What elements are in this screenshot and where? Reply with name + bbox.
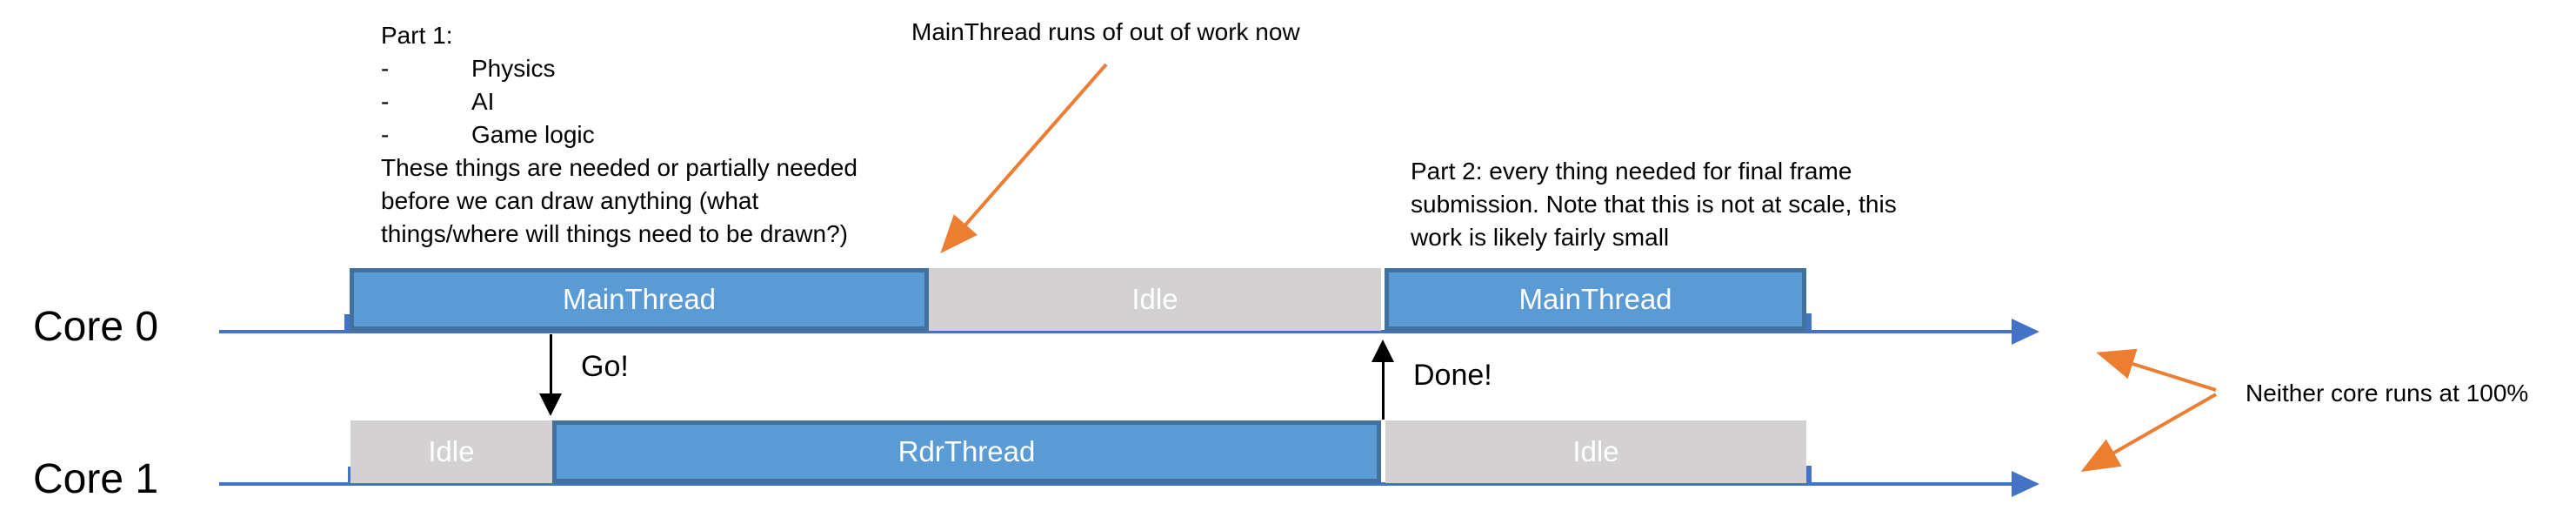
go-arrow-line bbox=[550, 334, 552, 395]
mainthread-note-callout-arrow bbox=[940, 63, 1108, 254]
done-label: Done! bbox=[1413, 359, 1492, 392]
core1-end-tick bbox=[1806, 466, 1812, 484]
done-arrow-line bbox=[1382, 360, 1385, 420]
segment-label: Idle bbox=[1131, 283, 1178, 315]
part2-line: submission. Note that this is not at sca… bbox=[1411, 191, 1897, 218]
part2-note: Part 2: every thing needed for final fra… bbox=[1411, 155, 1897, 254]
core0-axis-line bbox=[219, 330, 2013, 333]
neither-core-note: Neither core runs at 100% bbox=[2246, 380, 2529, 407]
done-arrowhead-icon bbox=[1371, 339, 1394, 362]
bullet-label: AI bbox=[471, 88, 495, 115]
bullet-label: Physics bbox=[471, 55, 556, 82]
part1-title: Part 1: bbox=[381, 22, 453, 49]
bullet-dash: - bbox=[381, 88, 390, 115]
part1-bullet-game-logic: - Game logic bbox=[381, 118, 858, 151]
segment-label: MainThread bbox=[562, 283, 717, 315]
core1-label: Core 1 bbox=[33, 456, 159, 502]
segment-label: Idle bbox=[428, 435, 475, 467]
part1-body-line: These things are needed or partially nee… bbox=[381, 154, 858, 181]
core1-segment-idle-b: Idle bbox=[1385, 420, 1806, 483]
bullet-label: Game logic bbox=[471, 121, 595, 148]
core0-start-tick bbox=[344, 314, 350, 332]
part1-bullet-ai: - AI bbox=[381, 85, 858, 118]
core1-segment-idle-a: Idle bbox=[350, 420, 552, 483]
bullet-dash: - bbox=[381, 55, 390, 82]
core0-segment-idle: Idle bbox=[929, 268, 1381, 331]
core1-axis-line bbox=[219, 482, 2013, 486]
go-label: Go! bbox=[581, 350, 629, 383]
part1-bullet-physics: - Physics bbox=[381, 52, 858, 85]
segment-label: MainThread bbox=[1518, 283, 1672, 315]
core0-segment-mainthread-a: MainThread bbox=[350, 268, 929, 331]
bullet-dash: - bbox=[381, 121, 390, 148]
core0-label: Core 0 bbox=[33, 304, 159, 350]
part1-note: Part 1: - Physics - AI - Game logic These t… bbox=[381, 19, 858, 251]
part1-body-line: before we can draw anything (what bbox=[381, 187, 759, 214]
core1-segment-rdrthread: RdrThread bbox=[552, 420, 1381, 483]
mainthread-note: MainThread runs of out of work now bbox=[911, 18, 1300, 45]
segment-label: Idle bbox=[1572, 435, 1619, 467]
core0-axis-arrowhead-icon bbox=[2012, 319, 2039, 345]
part2-line: Part 2: every thing needed for final fra… bbox=[1411, 158, 1852, 185]
neither-core-arrow-top bbox=[2096, 348, 2217, 392]
segment-label: RdrThread bbox=[898, 435, 1036, 467]
core0-segment-mainthread-b: MainThread bbox=[1385, 268, 1806, 331]
core0-end-tick bbox=[1806, 313, 1812, 332]
part1-body-line: things/where will things need to be draw… bbox=[381, 220, 848, 247]
part2-line: work is likely fairly small bbox=[1411, 224, 1670, 251]
core1-axis-arrowhead-icon bbox=[2012, 471, 2039, 497]
neither-core-arrow-bottom bbox=[2080, 393, 2217, 472]
go-arrowhead-icon bbox=[539, 393, 562, 416]
